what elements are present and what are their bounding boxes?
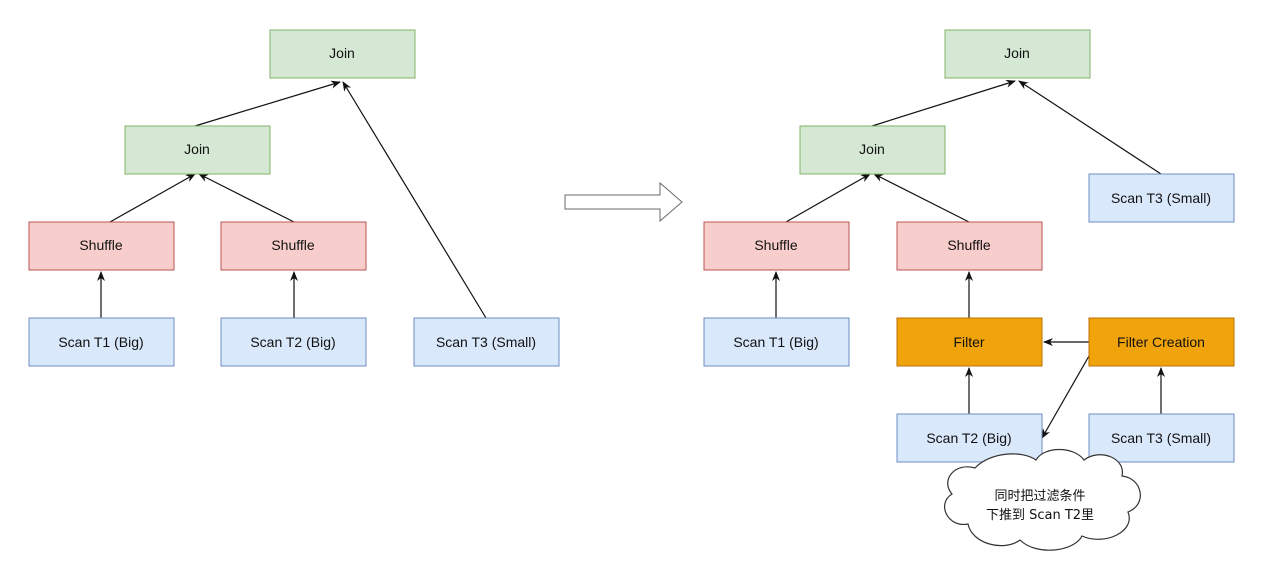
- edge-after-shuffle-right-to-join-mid: [873, 173, 970, 223]
- after-scan-t2-label: Scan T2 (Big): [926, 430, 1011, 446]
- edge-join-mid-to-join-top: [194, 80, 341, 127]
- after-scan-t1-node: Scan T1 (Big): [703, 317, 850, 367]
- before-join-mid-node: Join: [124, 125, 271, 175]
- edge-shuffle-right-to-join-mid: [198, 173, 295, 223]
- before-scan-t3-label: Scan T3 (Small): [436, 334, 536, 350]
- after-join-mid-node: Join: [799, 125, 946, 175]
- after-scan-t3-bottom-label: Scan T3 (Small): [1111, 430, 1211, 446]
- before-join-top-label: Join: [329, 45, 355, 61]
- hollow-right-arrow-icon: [564, 181, 683, 223]
- after-filter-creation-label: Filter Creation: [1117, 334, 1205, 350]
- after-join-top-node: Join: [944, 29, 1091, 79]
- edge-scan-t3-to-join-top: [342, 81, 487, 319]
- edge-filter-creation-to-scan-t2: [1041, 355, 1090, 439]
- edge-shuffle-left-to-join-mid: [109, 173, 196, 223]
- edge-after-scan-t3-top-to-join-top: [1018, 80, 1162, 175]
- before-shuffle-left-node: Shuffle: [28, 221, 175, 271]
- before-scan-t2-label: Scan T2 (Big): [250, 334, 335, 350]
- before-shuffle-right-node: Shuffle: [220, 221, 367, 271]
- after-scan-t3-top-label: Scan T3 (Small): [1111, 190, 1211, 206]
- after-join-top-label: Join: [1004, 45, 1030, 61]
- after-filter-label: Filter: [953, 334, 984, 350]
- before-join-top-node: Join: [269, 29, 416, 79]
- cloud-note-line1: 同时把过滤条件: [994, 488, 1085, 504]
- edge-after-join-mid-to-join-top: [871, 79, 1016, 127]
- after-scan-t2-node: Scan T2 (Big): [896, 413, 1043, 463]
- before-join-mid-label: Join: [184, 141, 210, 157]
- before-scan-t2-node: Scan T2 (Big): [220, 317, 367, 367]
- after-filter-node: Filter: [896, 317, 1043, 367]
- after-scan-t3-bottom-node: Scan T3 (Small): [1088, 413, 1235, 463]
- after-shuffle-right-label: Shuffle: [947, 237, 991, 253]
- before-diagram: Join Join Shuffle Shuffle Scan T1 (Big) …: [28, 29, 560, 367]
- edge-after-shuffle-left-to-join-mid: [785, 173, 871, 223]
- before-shuffle-left-label: Shuffle: [79, 237, 123, 253]
- before-shuffle-right-label: Shuffle: [271, 237, 315, 253]
- after-shuffle-left-label: Shuffle: [754, 237, 798, 253]
- after-shuffle-right-node: Shuffle: [896, 221, 1043, 271]
- after-shuffle-left-node: Shuffle: [703, 221, 850, 271]
- after-scan-t3-top-node: Scan T3 (Small): [1088, 173, 1235, 223]
- after-diagram: Join Join Scan T3 (Small) Shuffle Shuffl…: [703, 29, 1235, 551]
- after-filter-creation-node: Filter Creation: [1088, 317, 1235, 367]
- before-scan-t1-label: Scan T1 (Big): [58, 334, 143, 350]
- after-scan-t1-label: Scan T1 (Big): [733, 334, 818, 350]
- cloud-note: 同时把过滤条件 下推到 Scan T2里: [943, 448, 1141, 551]
- after-join-mid-label: Join: [859, 141, 885, 157]
- before-scan-t3-node: Scan T3 (Small): [413, 317, 560, 367]
- cloud-note-line2: 下推到 Scan T2里: [986, 508, 1094, 523]
- before-scan-t1-node: Scan T1 (Big): [28, 317, 175, 367]
